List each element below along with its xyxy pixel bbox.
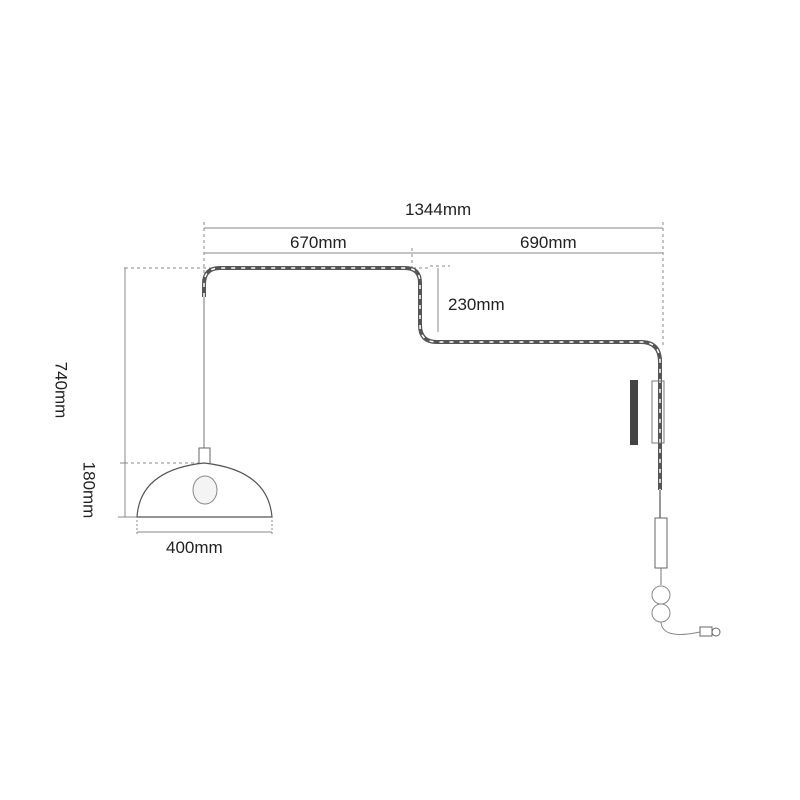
shade-height-label: 180mm — [79, 461, 99, 519]
total-height-label: 740mm — [51, 361, 71, 419]
cord-coil — [651, 585, 671, 605]
lamp-arm — [202, 266, 662, 490]
power-cord — [660, 621, 701, 635]
shade-width-label: 400mm — [166, 538, 223, 557]
wall-plate — [630, 380, 638, 445]
wall-bracket — [651, 380, 665, 444]
left-span-label: 670mm — [290, 233, 347, 252]
drop-label: 230mm — [448, 295, 505, 314]
light-bulb — [192, 475, 218, 505]
switch-box — [654, 517, 668, 569]
total-width-label: 1344mm — [405, 200, 472, 219]
plug — [699, 626, 713, 637]
right-span-label: 690mm — [520, 233, 577, 252]
